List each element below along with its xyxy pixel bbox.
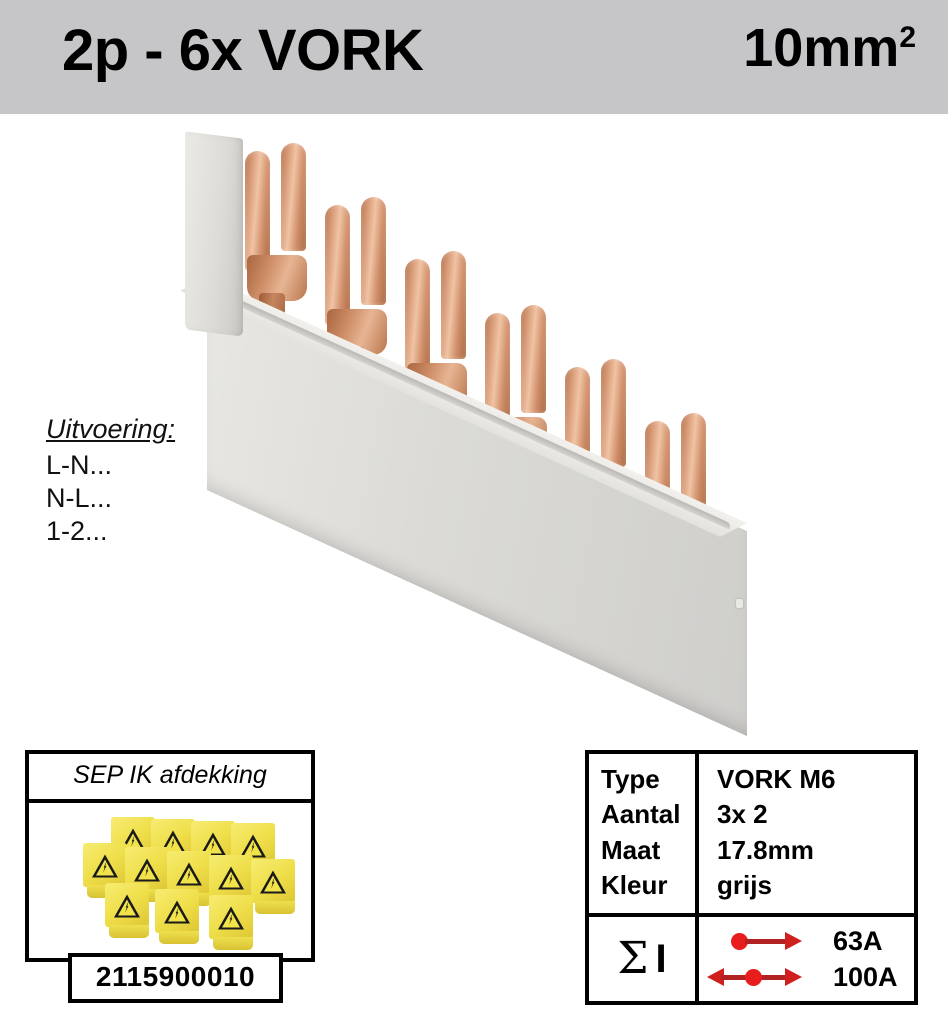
header-band: 2p - 6x VORK 10mm2 [0, 0, 948, 114]
spec-rows: Type Aantal Maat Kleur VORK M6 3x 2 17.8… [589, 754, 914, 918]
prong-right-icon [601, 359, 626, 467]
current-row-single: 63A [699, 923, 914, 959]
prong-right-icon [521, 305, 546, 413]
spec-label-aantal: Aantal [601, 799, 681, 830]
spec-value-kleur: grijs [717, 870, 772, 901]
spec-value-type: VORK M6 [717, 764, 836, 794]
busbar-end-cap-marker [736, 599, 743, 608]
current-rating-section: Σ I 63A 100A [589, 917, 914, 1002]
spec-label-maat: Maat [601, 834, 661, 865]
prong-right-icon [281, 143, 306, 251]
current-value-100a: 100A [833, 961, 898, 992]
spec-value-maat: 17.8mm [717, 834, 814, 865]
page-title: 2p - 6x VORK [62, 18, 424, 83]
cross-section-label: 10mm2 [743, 17, 916, 79]
single-arrow-icon [705, 928, 823, 954]
uitvoering-line-1: L-N... [46, 450, 113, 480]
accessory-title: SEP IK afdekking [29, 754, 311, 803]
prong-right-icon [441, 251, 466, 359]
current-values-cell: 63A 100A [699, 917, 914, 1001]
specification-table: Type Aantal Maat Kleur VORK M6 3x 2 17.8… [585, 750, 918, 1006]
prong-left-icon [325, 205, 350, 325]
uitvoering-block: Uitvoering: L-N... N-L... 1-2... [46, 414, 175, 549]
cross-section-value: 10mm [743, 18, 900, 78]
spec-label-column: Type Aantal Maat Kleur [589, 754, 699, 914]
article-number: 2115900010 [95, 961, 256, 992]
spec-value-aantal: 3x 2 [717, 799, 768, 830]
busbar-illustration [180, 131, 765, 737]
cross-section-exponent: 2 [899, 21, 916, 54]
spec-label-kleur: Kleur [601, 870, 668, 901]
feed-dot [731, 933, 748, 951]
cover-item [209, 855, 253, 910]
double-arrow-icon [705, 964, 823, 990]
arrow-shaft [745, 939, 787, 945]
arrow-head-right [785, 968, 802, 987]
sigma-icon: Σ [617, 933, 649, 985]
fork-prong-2 [325, 197, 399, 387]
article-number-box: 2115900010 [68, 953, 283, 1003]
feed-dot [745, 969, 762, 987]
current-value-63a: 63A [833, 925, 883, 956]
uitvoering-heading: Uitvoering: [46, 414, 176, 444]
cover-item [209, 895, 253, 950]
accessory-box: SEP IK afdekking [25, 750, 315, 962]
uitvoering-line-3: 1-2... [46, 516, 108, 547]
sigma-current-cell: Σ I [589, 917, 699, 1002]
cover-item [105, 883, 149, 938]
busbar-end-cap [185, 131, 243, 337]
accessory-image [29, 803, 311, 958]
cover-item [155, 889, 199, 944]
cover-item [167, 851, 211, 906]
current-symbol: I [655, 936, 667, 981]
cover-item [83, 843, 127, 898]
prong-left-icon [245, 151, 270, 271]
uitvoering-line-2: N-L... [46, 483, 113, 514]
arrow-head-left [707, 968, 724, 987]
arrow-head-right [785, 932, 802, 951]
fork-prong-1 [245, 143, 319, 333]
product-image [180, 131, 765, 737]
prong-right-icon [361, 197, 386, 305]
spec-value-column: VORK M6 3x 2 17.8mm grijs [699, 754, 914, 913]
spec-label-type: Type [601, 764, 660, 794]
current-row-double: 100A [699, 959, 914, 995]
prong-left-icon [405, 259, 430, 379]
cover-item [251, 859, 295, 914]
